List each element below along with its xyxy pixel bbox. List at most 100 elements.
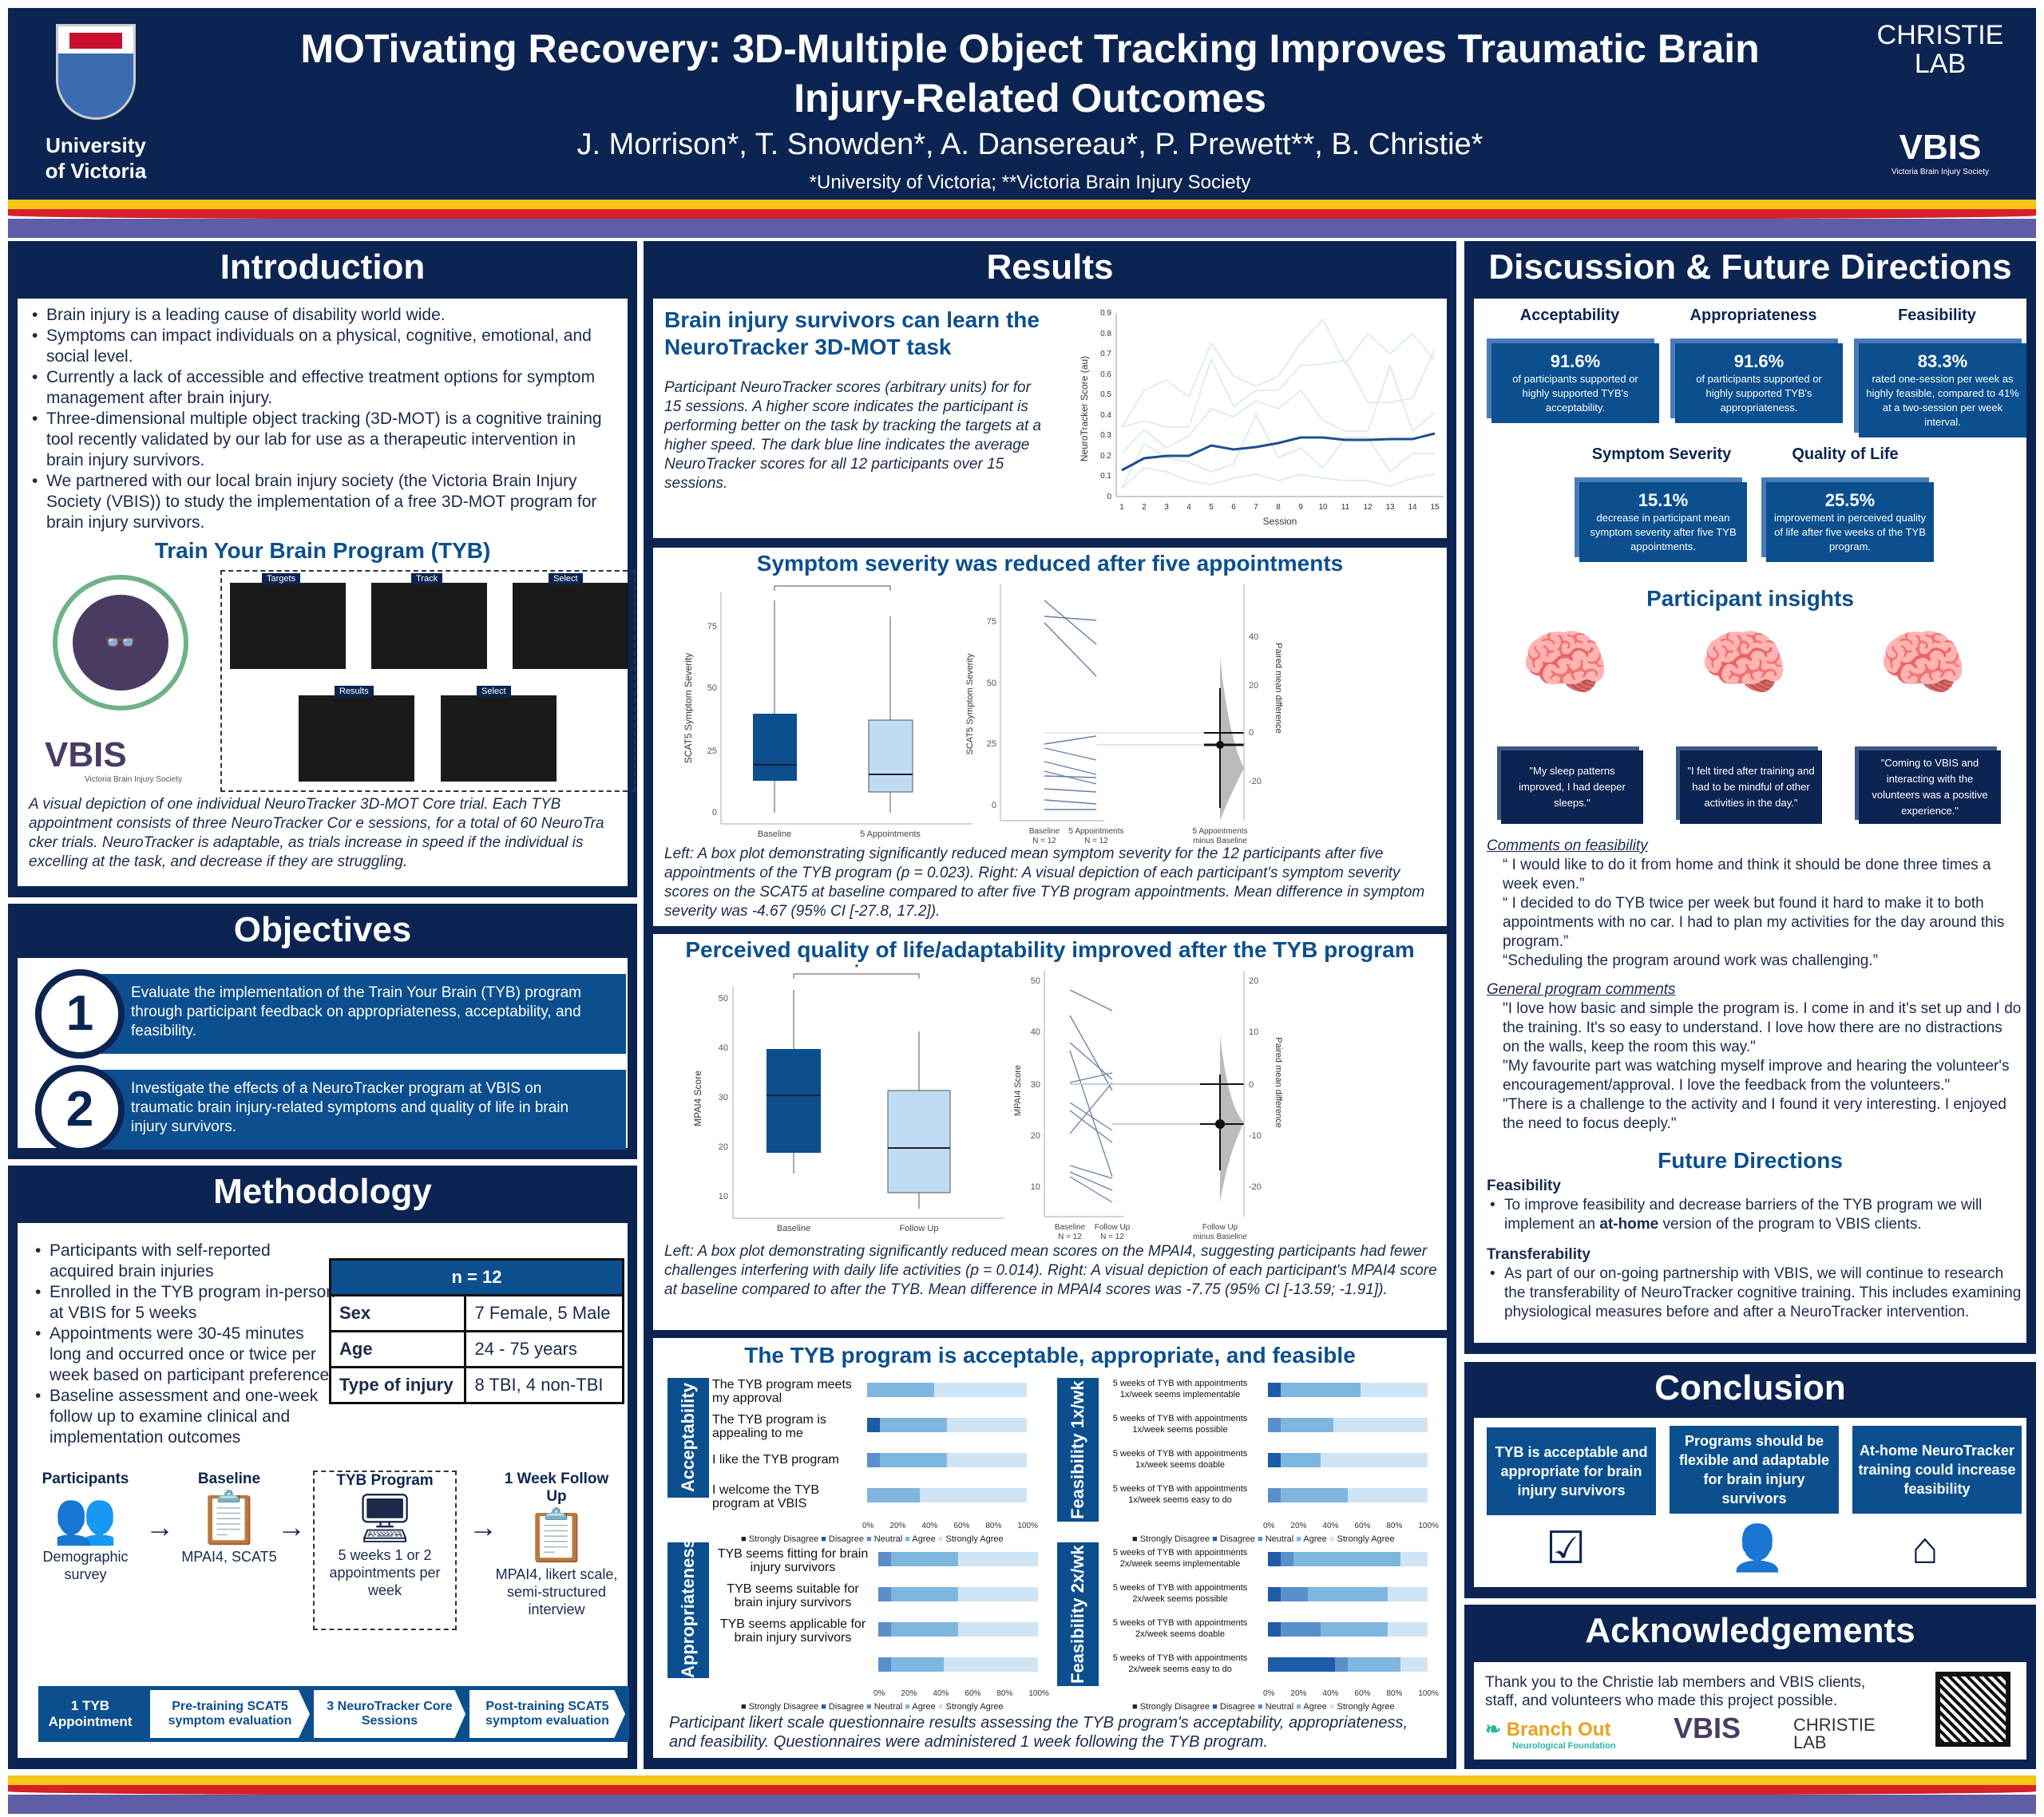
- qr-code[interactable]: [1935, 1672, 2010, 1747]
- svg-text:Baseline: Baseline: [1055, 1223, 1086, 1232]
- vbis-logo: VBIS Victoria Brain Injury Society: [1891, 128, 1990, 176]
- svg-text:8: 8: [1276, 503, 1281, 512]
- svg-text:-20: -20: [1249, 777, 1262, 786]
- svg-text:5 Appointments: 5 Appointments: [1069, 827, 1124, 836]
- svg-text:0: 0: [1107, 493, 1111, 501]
- vbis-intro-logo: VBIS: [45, 735, 127, 774]
- svg-text:3: 3: [1164, 503, 1169, 512]
- svg-text:0.2: 0.2: [1100, 452, 1111, 461]
- appointment-step-2: 3 NeuroTracker Core Sessions: [314, 1690, 465, 1738]
- svg-text:Baseline: Baseline: [1029, 827, 1060, 836]
- stat-feasibility: 83.3%rated one-session per week as highl…: [1859, 343, 2026, 437]
- flow-participants: Participants 👥 Demographic survey: [26, 1471, 145, 1583]
- results-heading: Results: [986, 247, 1114, 287]
- svg-text:30: 30: [719, 1093, 728, 1102]
- svg-text:Follow Up: Follow Up: [1095, 1223, 1131, 1232]
- svg-text:5 Appointments: 5 Appointments: [860, 829, 921, 839]
- clipboard-icon: 📋: [525, 1506, 588, 1564]
- footer-color-stripe: [8, 1775, 2036, 1814]
- neurotracker-screen-icon: 🖥: [354, 1491, 416, 1545]
- christie-lab-ack-logo: CHRISTIE LAB: [1793, 1715, 1876, 1752]
- likert-bar: [1268, 1418, 1428, 1432]
- uvic-logo: University of Victoria: [40, 24, 152, 184]
- svg-text:0.1: 0.1: [1100, 472, 1111, 481]
- tyb-heading: Train Your Brain Program (TYB): [154, 538, 491, 563]
- svg-text:9: 9: [1298, 503, 1303, 512]
- uvic-crest-icon: [56, 24, 136, 120]
- step-select-2: Select: [441, 686, 557, 782]
- stat-acceptability: 91.6%of participants supported or highly…: [1491, 343, 1659, 423]
- insight-quote-3: "Coming to VBIS and interacting with the…: [1859, 750, 2001, 824]
- head-brain-icon: 🧠: [1878, 623, 1968, 703]
- likert-bar: [1268, 1488, 1428, 1502]
- acknowledgements-heading: Acknowledgements: [1585, 1611, 1915, 1650]
- likert-bar: [1268, 1552, 1428, 1566]
- svg-text:0.9: 0.9: [1100, 309, 1111, 318]
- likert-bar: [867, 1418, 1027, 1432]
- svg-text:Follow Up: Follow Up: [1202, 1223, 1238, 1232]
- svg-text:30: 30: [1031, 1080, 1040, 1090]
- svg-text:20: 20: [1249, 976, 1258, 986]
- svg-text:13: 13: [1385, 503, 1395, 512]
- conclusion-item-3: At-home NeuroTracker training could incr…: [1852, 1426, 2022, 1514]
- clipboard-icon: 📋: [197, 1489, 261, 1546]
- insight-quote-1: "My sleep patterns improved, I had deepe…: [1501, 750, 1643, 824]
- svg-text:Baseline: Baseline: [777, 1224, 810, 1233]
- likert-x-axis: 0%20%40%60%80%100%: [862, 1522, 1038, 1530]
- step-track: Track: [371, 573, 487, 669]
- discussion-heading: Discussion & Future Directions: [1488, 247, 2012, 287]
- svg-text:5 Appointments: 5 Appointments: [1193, 827, 1248, 836]
- svg-text:minus Baseline: minus Baseline: [1193, 837, 1247, 845]
- svg-text:0.8: 0.8: [1100, 330, 1111, 338]
- step-select: Select: [513, 573, 628, 669]
- study-flow: Participants 👥 Demographic survey → Base…: [26, 1471, 617, 1630]
- comments: Comments on feasibility “ I would like t…: [1487, 837, 2022, 1132]
- step-targets: Targets: [230, 573, 346, 669]
- flow-follow-up: 1 Week Follow Up 📋 MPAI4, likert scale, …: [493, 1471, 620, 1618]
- svg-text:0.7: 0.7: [1100, 350, 1111, 358]
- feasibility-1x-label: Feasibility 1x/wk: [1057, 1378, 1099, 1522]
- svg-text:0.5: 0.5: [1100, 390, 1111, 399]
- svg-text:40: 40: [719, 1043, 728, 1053]
- appointment-step-3: Post-training SCAT5 symptom evaluation: [469, 1690, 625, 1738]
- svg-text:-20: -20: [1249, 1182, 1262, 1192]
- svg-text:50: 50: [707, 683, 717, 693]
- svg-text:MPAI4 Score: MPAI4 Score: [692, 1071, 703, 1126]
- people-icon: 👥: [53, 1489, 117, 1546]
- svg-text:4: 4: [1186, 503, 1191, 512]
- svg-text:1: 1: [1119, 503, 1124, 512]
- svg-text:11: 11: [1341, 503, 1350, 512]
- insights-heading: Participant insights: [1646, 586, 1854, 611]
- svg-text:0.3: 0.3: [1100, 431, 1111, 440]
- likert-bar: [867, 1488, 1027, 1502]
- likert-bar: [1268, 1587, 1428, 1601]
- methodology-panel: Methodology Participants with self-repor…: [8, 1166, 637, 1769]
- head-brain-icon: 🧠: [1520, 623, 1610, 703]
- qol-section: Perceived quality of life/adaptability i…: [653, 934, 1447, 1330]
- svg-text:SCAT5 Symptom Severity: SCAT5 Symptom Severity: [683, 653, 694, 763]
- stat-quality-of-life: 25.5%improvement in perceived quality of…: [1766, 482, 1934, 562]
- discussion-panel: Discussion & Future Directions Acceptabi…: [1464, 241, 2036, 1354]
- svg-text:SCAT5 Symptom Severity: SCAT5 Symptom Severity: [965, 653, 975, 754]
- svg-text:0: 0: [1249, 1080, 1254, 1090]
- introduction-bullets: Brain injury is a leading cause of disab…: [29, 305, 616, 533]
- conclusion-item-1: TYB is acceptable and appropriate for br…: [1487, 1427, 1656, 1515]
- svg-text:Follow Up: Follow Up: [900, 1224, 939, 1233]
- likert-caption: Participant likert scale questionnaire r…: [669, 1714, 1408, 1751]
- svg-text:40: 40: [1031, 1027, 1040, 1037]
- svg-text:25: 25: [707, 746, 717, 756]
- svg-text:20: 20: [1249, 681, 1258, 691]
- tyb-figure: 👓 VBIS Victoria Brain Injury Society Tar…: [29, 564, 636, 795]
- injured-head-icon: 👤: [1729, 1522, 1785, 1573]
- svg-text:0: 0: [1249, 728, 1254, 738]
- likert-bar: [867, 1453, 1027, 1467]
- tyb-logo: 👓: [53, 575, 188, 711]
- future-directions: Feasibility To improve feasibility and d…: [1487, 1177, 2022, 1322]
- methodology-bullets: Participants with self-reported acquired…: [32, 1241, 335, 1448]
- conclusion-panel: Conclusion TYB is acceptable and appropr…: [1464, 1362, 2036, 1598]
